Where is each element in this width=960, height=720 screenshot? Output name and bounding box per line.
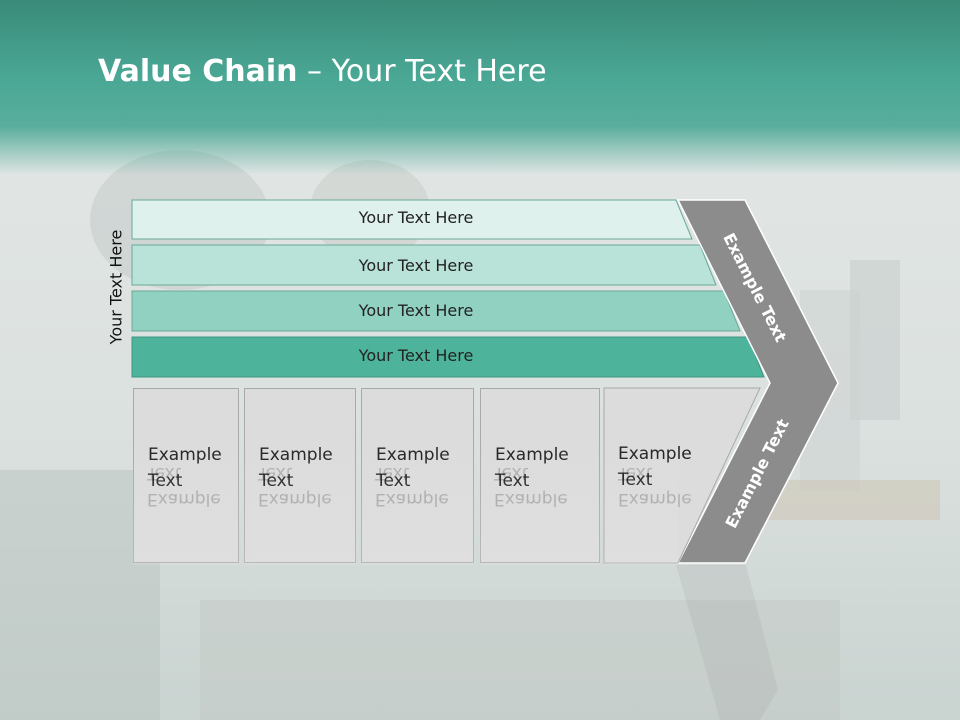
band-3-shape: [131, 290, 741, 332]
box-line2: Text: [258, 463, 293, 483]
box-line1: Example: [375, 489, 449, 509]
box-line2: Text: [618, 463, 653, 483]
box-line1: Example: [618, 489, 692, 509]
box-line2: Text: [494, 463, 529, 483]
chevron-reflection: [676, 565, 778, 720]
box-line1: Example: [495, 445, 569, 465]
title-bold: Value Chain: [98, 54, 298, 89]
box-line2: Text: [375, 463, 410, 483]
title-rest: – Your Text Here: [297, 54, 547, 89]
band-1-label: Your Text Here: [358, 208, 474, 227]
header-band: [0, 0, 960, 175]
box-line1: Example: [147, 489, 221, 509]
box-line2: Text: [259, 471, 294, 491]
box-line1: Example: [148, 445, 222, 465]
band-2-label: Your Text Here: [358, 256, 474, 275]
box-line1: Example: [258, 489, 332, 509]
box-line1: Example: [376, 445, 450, 465]
box-line1: Example: [259, 445, 333, 465]
band-1-shape: [131, 199, 693, 240]
band-2-shape: [131, 244, 717, 286]
box-line2: Text: [495, 471, 530, 491]
page-title: Value Chain – Your Text Here: [98, 54, 547, 89]
box-line2: Text: [376, 471, 411, 491]
box-line2: Text: [147, 463, 182, 483]
band-3-label: Your Text Here: [358, 301, 474, 320]
box-5-shape: [603, 387, 761, 564]
chevron-shape: [676, 199, 839, 564]
box-line2: Text: [618, 470, 653, 490]
box-line1: Example: [494, 489, 568, 509]
box-line2: Text: [148, 471, 183, 491]
box-line1: Example: [618, 444, 692, 464]
band-4-shape: [131, 336, 765, 378]
band-4-label: Your Text Here: [358, 346, 474, 365]
